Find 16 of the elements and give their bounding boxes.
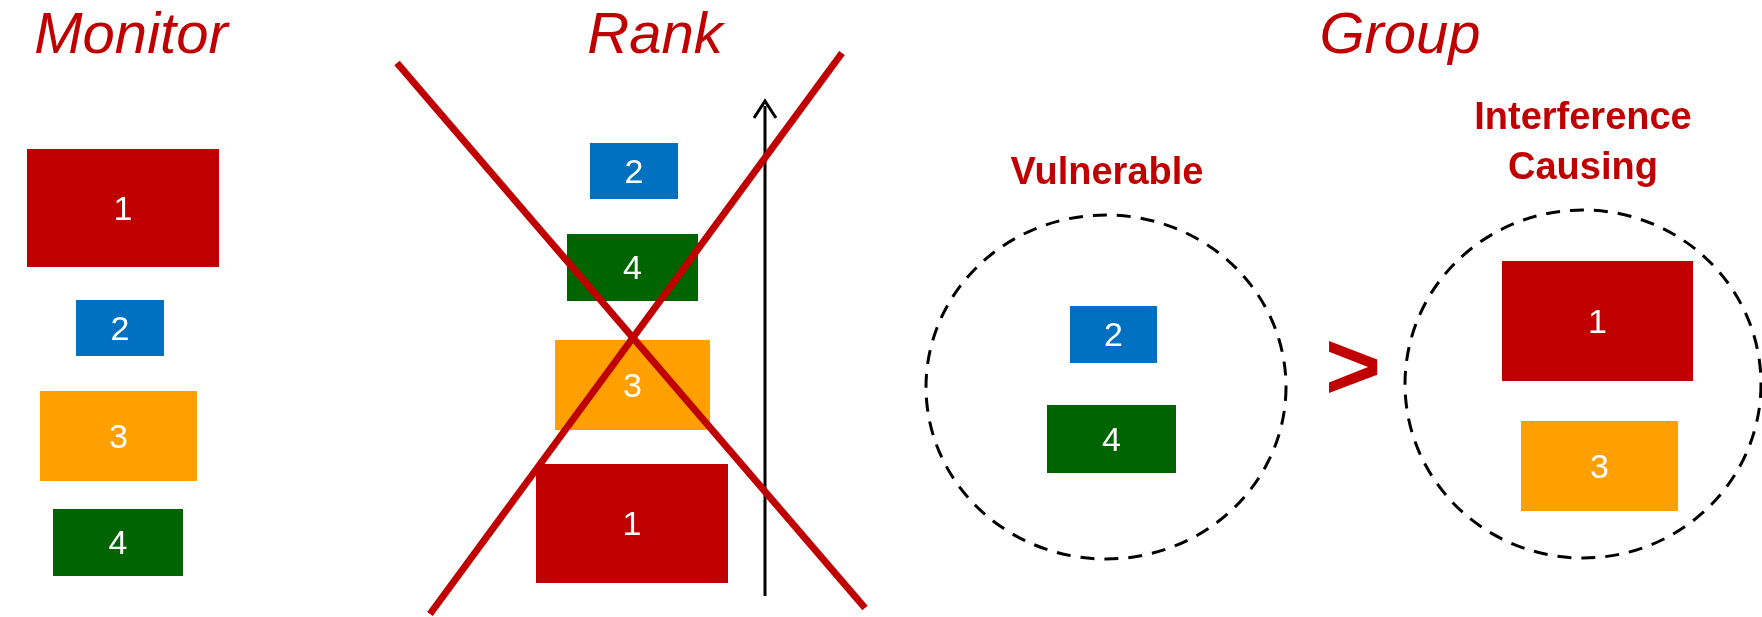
numbered-box: 2 xyxy=(76,300,164,356)
numbered-box: 4 xyxy=(53,509,183,576)
comparison-sign: > xyxy=(1323,318,1383,414)
numbered-box: 1 xyxy=(1502,261,1693,381)
numbered-box: 2 xyxy=(590,143,678,199)
column-title: Monitor xyxy=(33,4,231,62)
group-heading: Interference Causing xyxy=(1473,94,1693,189)
numbered-box: 4 xyxy=(1047,405,1176,473)
numbered-box: 1 xyxy=(27,149,219,267)
numbered-box: 4 xyxy=(567,234,698,301)
numbered-box: 2 xyxy=(1070,306,1157,363)
group-heading: Vulnerable xyxy=(1009,148,1205,194)
column-title: Rank xyxy=(586,4,726,62)
numbered-box: 3 xyxy=(1521,421,1678,511)
numbered-box: 1 xyxy=(536,464,728,583)
numbered-box: 3 xyxy=(40,391,197,481)
